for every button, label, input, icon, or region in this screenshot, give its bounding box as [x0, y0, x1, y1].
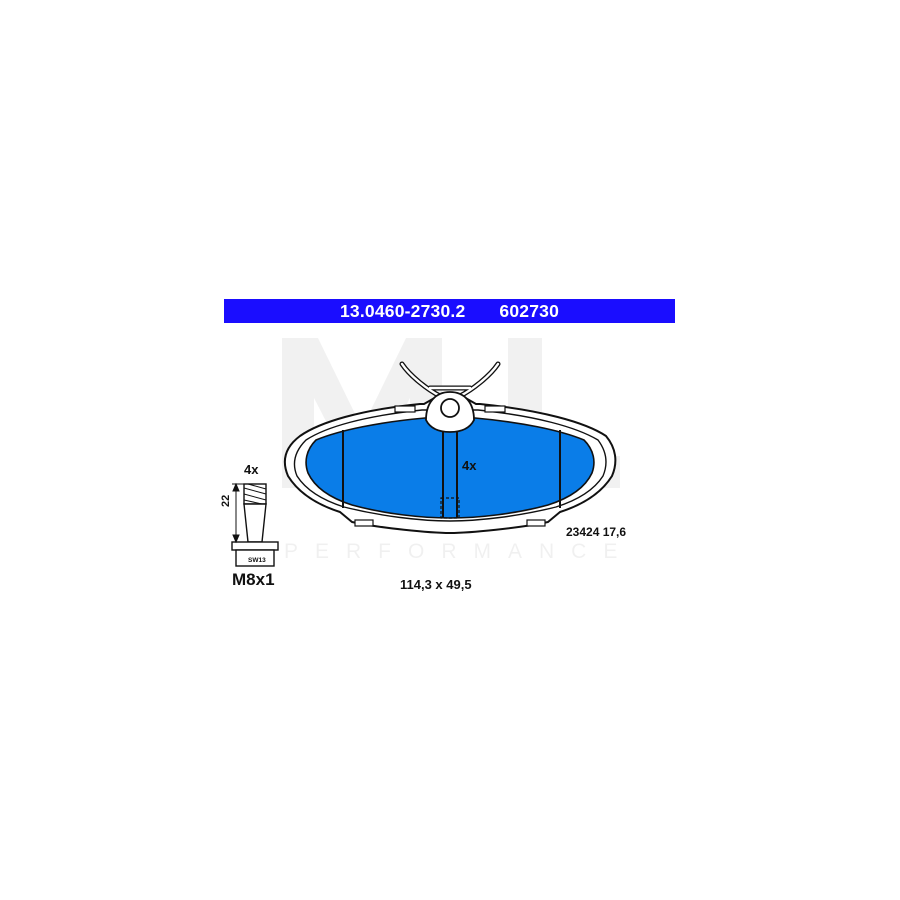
friction-pad [305, 417, 595, 519]
bolt-wrench-size: SW13 [248, 557, 266, 564]
bolt-thread-hatching [243, 483, 267, 505]
bolt-thread-size: M8x1 [232, 570, 275, 589]
part-number: 13.0460-2730.2 [339, 300, 466, 321]
wear-indicator [440, 497, 460, 519]
bolt-length: 22 [220, 494, 232, 507]
spring-clip-inner [400, 362, 500, 398]
plate-tab [394, 405, 416, 413]
plate-tab [484, 405, 506, 413]
pad-quantity: 4x [462, 458, 477, 473]
pad-dimensions: 114,3 x 49,5 [400, 577, 472, 592]
bolt-flange [231, 541, 279, 551]
bolt-length-dimension [232, 482, 244, 544]
bolt-quantity: 4x [244, 462, 259, 477]
bolt-shank [243, 503, 267, 543]
watermark-text: PERFORMANCE [284, 540, 635, 563]
bolt-head [235, 549, 275, 567]
plate-tab [354, 519, 374, 527]
reference-number: 602730 [499, 300, 560, 321]
plate-tab [526, 519, 546, 527]
guide-bolt [231, 483, 279, 567]
pad-code-thickness: 23424 17,6 [566, 525, 627, 539]
center-hole [440, 398, 460, 418]
part-number-bar: 13.0460-2730.2 602730 [224, 299, 675, 323]
